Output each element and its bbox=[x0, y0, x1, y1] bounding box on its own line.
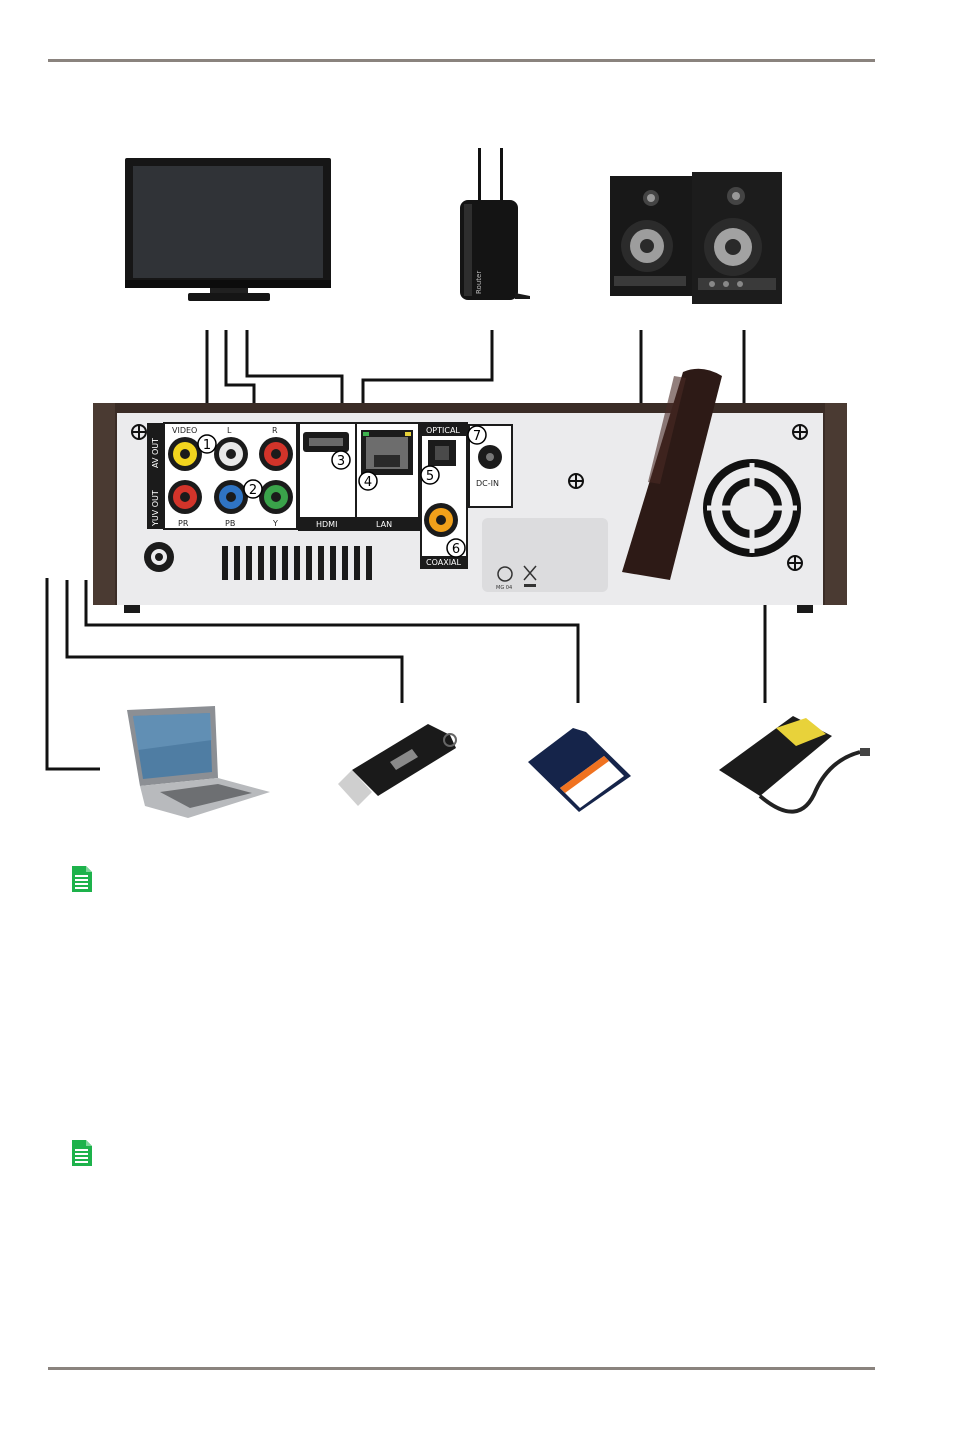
pb-jack bbox=[214, 480, 248, 514]
audio-left-jack bbox=[214, 437, 248, 471]
callout-7: 7 bbox=[468, 426, 486, 444]
note-icon bbox=[72, 1140, 92, 1166]
coaxial-jack bbox=[424, 503, 458, 537]
left-jack-label: L bbox=[227, 426, 232, 435]
callout-6-number: 6 bbox=[452, 542, 460, 557]
label-plate: MG 04 bbox=[482, 518, 608, 592]
pr-jack bbox=[168, 480, 202, 514]
video-jack bbox=[168, 437, 202, 471]
hdmi-port bbox=[303, 432, 349, 452]
audio-right-jack bbox=[259, 437, 293, 471]
callout-1: 1 bbox=[198, 435, 216, 453]
sd-card-icon bbox=[528, 728, 631, 812]
callout-4: 4 bbox=[359, 472, 377, 490]
right-jack-label: R bbox=[272, 426, 278, 435]
callout-4-number: 4 bbox=[364, 475, 372, 490]
video-jack-label: VIDEO bbox=[172, 426, 197, 435]
power-socket bbox=[144, 542, 174, 572]
lan-port bbox=[361, 430, 413, 475]
av-out-label: AV OUT bbox=[151, 438, 160, 468]
dc-in-label: DC-IN bbox=[476, 479, 499, 488]
callout-2-number: 2 bbox=[249, 483, 257, 498]
callout-7-number: 7 bbox=[473, 429, 481, 444]
power-adapter-icon bbox=[719, 716, 870, 812]
callout-3: 3 bbox=[332, 451, 350, 469]
label-plate-mark: MG 04 bbox=[496, 585, 512, 591]
lan-group-label: LAN bbox=[376, 520, 392, 529]
optical-label: OPTICAL bbox=[426, 426, 460, 435]
tv-icon bbox=[125, 158, 331, 301]
usb-drive-icon bbox=[338, 724, 456, 806]
router-icon: Router bbox=[460, 148, 530, 300]
y-jack-label: Y bbox=[272, 519, 278, 528]
callout-1-number: 1 bbox=[203, 438, 211, 453]
back-panel: AV OUT YUV OUT VIDEO L R PR PB Y HDMI LA… bbox=[93, 369, 847, 613]
speakers-icon bbox=[610, 172, 782, 304]
note-icon bbox=[72, 866, 92, 892]
callout-3-number: 3 bbox=[337, 454, 345, 469]
optical-port bbox=[428, 440, 456, 466]
laptop-icon bbox=[127, 706, 270, 818]
callout-2: 2 bbox=[244, 480, 262, 498]
callout-6: 6 bbox=[447, 539, 465, 557]
router-label: Router bbox=[475, 271, 483, 294]
yuv-out-label: YUV OUT bbox=[151, 490, 160, 527]
coaxial-label: COAXIAL bbox=[426, 558, 462, 567]
dc-in-port bbox=[478, 445, 502, 469]
hdmi-group-label: HDMI bbox=[316, 520, 337, 529]
callout-5: 5 bbox=[421, 466, 439, 484]
pr-jack-label: PR bbox=[178, 519, 189, 528]
fan-grille bbox=[707, 463, 797, 553]
y-jack bbox=[259, 480, 293, 514]
callout-5-number: 5 bbox=[426, 469, 434, 484]
pb-jack-label: PB bbox=[225, 519, 235, 528]
